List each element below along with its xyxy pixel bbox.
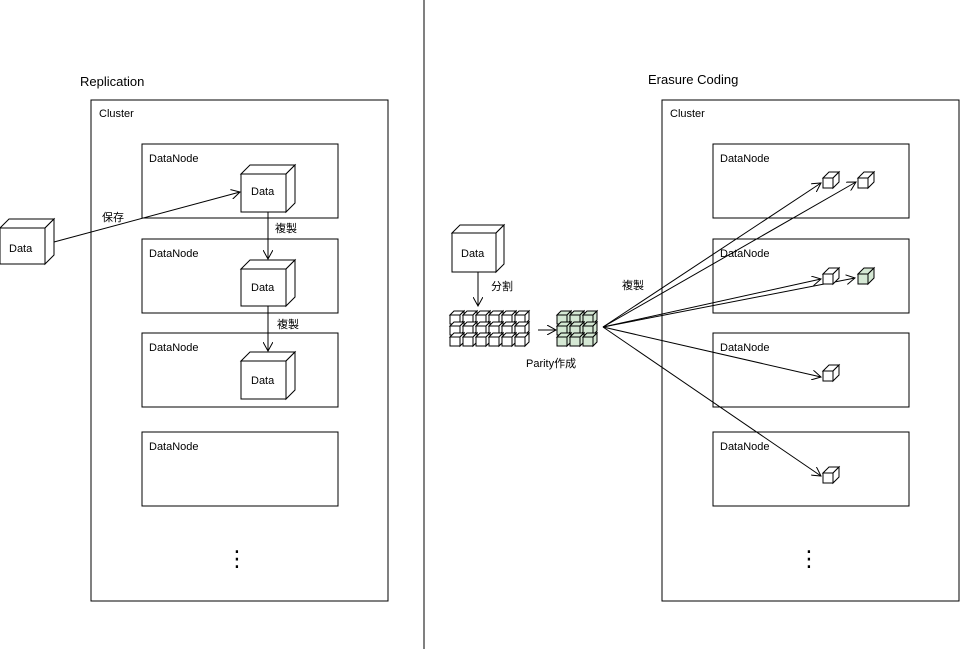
replica-cube-2: Data — [239, 258, 297, 308]
replication-section: Replication Cluster DataNode DataNode Da… — [0, 74, 389, 602]
split-block — [500, 331, 518, 348]
node2-block-a — [821, 266, 841, 286]
split-block — [513, 309, 531, 326]
erasure-ellipsis: ⋮ — [798, 546, 820, 571]
parity-block — [568, 331, 586, 348]
erasure-datanode-3 — [712, 332, 910, 408]
ec-copy-label: 複製 — [622, 278, 644, 292]
node1-block-b — [856, 170, 876, 190]
split-block — [461, 331, 479, 348]
split-blocks — [448, 309, 531, 348]
replication-datanode-1 — [141, 143, 339, 219]
replication-datanode-3 — [141, 332, 339, 408]
erasure-datanode-2 — [712, 238, 910, 314]
dist-arrow-5 — [602, 326, 821, 377]
split-block — [474, 331, 492, 348]
node4-block — [821, 465, 841, 485]
replication-datanode-4 — [141, 431, 339, 507]
dist-arrow-6 — [602, 326, 821, 476]
parity-block — [555, 331, 573, 348]
parity-block — [581, 331, 599, 348]
node2-parity-block — [856, 266, 876, 286]
erasure-datanode-1 — [712, 143, 910, 219]
save-label: 保存 — [102, 210, 124, 224]
replication-datanode-3-label: DataNode — [149, 342, 199, 354]
ec-source-data-cube: Data — [450, 223, 506, 274]
ec-source-data-label: Data — [461, 248, 485, 260]
split-block — [513, 331, 531, 348]
erasure-datanode-1-label: DataNode — [720, 153, 770, 165]
replication-title: Replication — [80, 74, 144, 89]
replica-cube-3-label: Data — [251, 375, 275, 387]
source-data-label: Data — [9, 243, 33, 255]
replication-datanode-4-label: DataNode — [149, 441, 199, 453]
parity-label: Parity作成 — [526, 357, 576, 370]
replica-cube-1-label: Data — [251, 186, 275, 198]
erasure-datanode-2-label: DataNode — [720, 248, 770, 260]
copy-label-1: 複製 — [275, 221, 297, 235]
dist-arrow-3 — [602, 279, 821, 328]
split-block — [487, 331, 505, 348]
replication-cluster-label: Cluster — [99, 108, 134, 120]
node1-block-a — [821, 170, 841, 190]
split-block — [448, 331, 466, 348]
node3-block — [821, 363, 841, 383]
dist-arrow-4 — [602, 278, 855, 328]
replication-datanode-2-label: DataNode — [149, 248, 199, 260]
split-block — [461, 320, 479, 337]
dist-arrow-1 — [602, 183, 821, 328]
parity-blocks — [555, 309, 599, 348]
erasure-datanode-3-label: DataNode — [720, 342, 770, 354]
replica-cube-1: Data — [239, 163, 297, 214]
source-data-cube: Data — [0, 217, 56, 266]
replication-datanode-2 — [141, 238, 339, 314]
split-block — [513, 320, 531, 337]
split-label: 分割 — [491, 279, 513, 293]
erasure-title: Erasure Coding — [648, 72, 738, 87]
copy-label-2: 複製 — [277, 317, 299, 331]
replication-datanode-1-label: DataNode — [149, 153, 199, 165]
replication-ellipsis: ⋮ — [226, 546, 248, 571]
erasure-cluster-label: Cluster — [670, 108, 705, 120]
dist-arrow-2 — [602, 182, 856, 328]
save-arrow — [53, 192, 240, 243]
erasure-section: Erasure Coding Cluster DataNode DataNode… — [448, 72, 960, 602]
replica-cube-3: Data — [239, 350, 297, 401]
replica-cube-2-label: Data — [251, 282, 275, 294]
erasure-datanode-4-label: DataNode — [720, 441, 770, 453]
